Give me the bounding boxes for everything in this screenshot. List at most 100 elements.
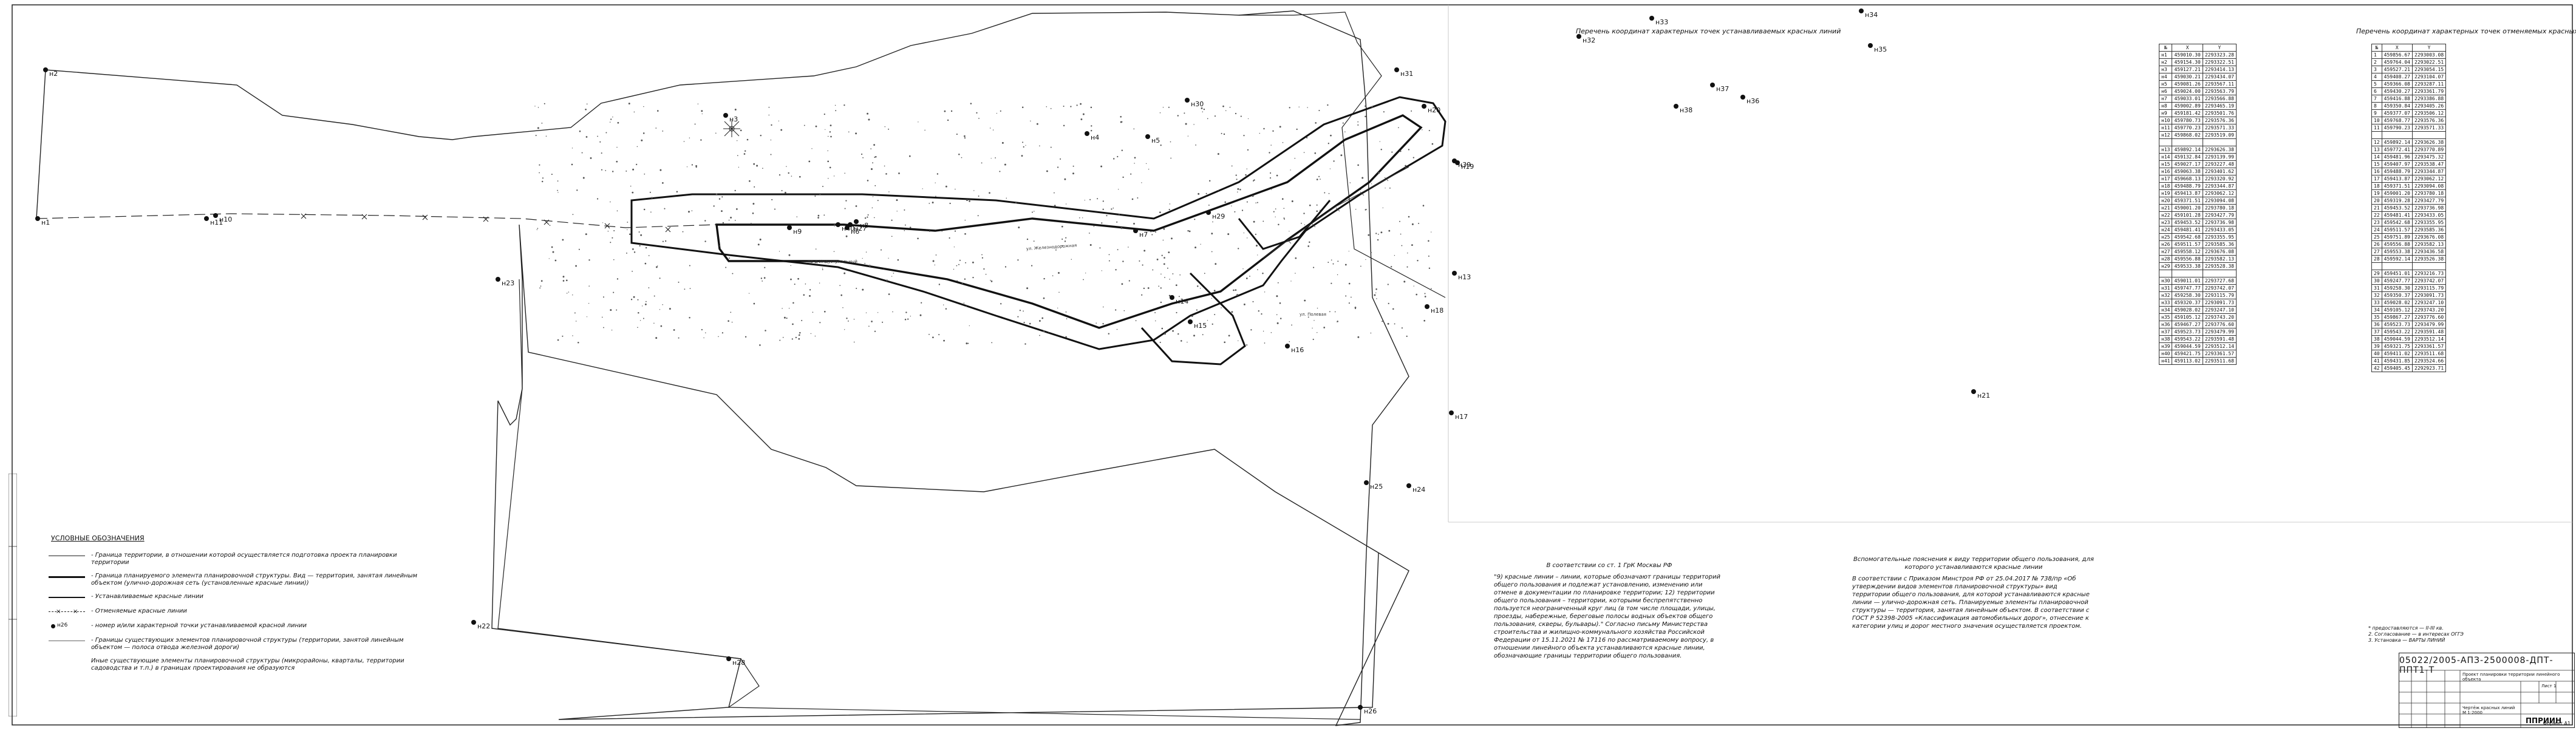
point-dot (1710, 83, 1715, 87)
point-dot (1452, 271, 1457, 276)
table-cell: 2293434.07 (2202, 73, 2237, 81)
legend-item: - Границы существующих элементов планиро… (91, 637, 404, 651)
table-cell: 459350.84 (2381, 102, 2413, 110)
point-label: н15 (1194, 322, 1207, 330)
table-cell: 5 (2371, 80, 2382, 88)
table-cell: 459511.57 (2381, 226, 2413, 234)
point-marker: н4 (1085, 131, 1099, 141)
table-cell: 23 (2371, 219, 2382, 226)
table-cell: 21 (2371, 204, 2382, 212)
title-block-grid (2399, 670, 2574, 727)
table-cell: н17 (2158, 175, 2173, 183)
table-cell: 2293355.95 (2202, 233, 2237, 241)
table-cell: 459892.14 (2172, 146, 2203, 154)
table-cell: н2 (2158, 58, 2173, 66)
table-cell: н41 (2158, 357, 2173, 365)
table-cell: 459542.68 (2172, 233, 2203, 241)
point-marker: н36 (1740, 95, 1759, 105)
note-left-body: "9) красные линии – линии, которые обозн… (1494, 574, 1721, 659)
col-header: № (2371, 44, 2382, 52)
table-cell: 459321.75 (2381, 342, 2413, 350)
point-label: н36 (1746, 97, 1759, 105)
point-label: н9 (793, 228, 802, 236)
red-line-area-outer (630, 96, 1446, 350)
survey-mark-icon (723, 120, 740, 137)
table-cell: н11 (2158, 124, 2173, 132)
table-cell: 459543.22 (2381, 328, 2413, 336)
table-cell: 2292923.71 (2411, 364, 2447, 372)
point-marker: н28 (726, 656, 745, 667)
table-cell: 2293506.12 (2411, 109, 2447, 117)
table-cell: 459044.59 (2172, 342, 2203, 350)
table-cell: 2293414.13 (2202, 66, 2237, 73)
table-cell: 2293227.48 (2202, 160, 2237, 168)
point-marker: н13 (1452, 271, 1471, 281)
table-cell: 459028.02 (2172, 306, 2203, 314)
table-cell: 459001.20 (2381, 189, 2413, 197)
note-right: Вспомогательные пояснения к виду террито… (1852, 556, 2095, 630)
table-cell: 459467.27 (2172, 321, 2203, 328)
table-cell: 2293524.66 (2411, 357, 2447, 365)
table-cell: 459751.89 (2381, 233, 2413, 241)
point-dot (723, 113, 728, 118)
point-marker: н8 (854, 219, 868, 229)
table-cell: 459030.21 (2172, 73, 2203, 81)
table-cell: 2293770.89 (2411, 146, 2447, 154)
table-cell: н13 (2158, 146, 2173, 154)
table-cell: н16 (2158, 168, 2173, 175)
point-label: н40 (842, 225, 854, 233)
table-cell: 459154.30 (2172, 58, 2203, 66)
point-label: н11 (210, 219, 223, 226)
point-marker: н29 (1206, 210, 1225, 220)
table-cell: 16 (2371, 168, 2382, 175)
table-cell: 459350.37 (2381, 291, 2413, 299)
table-cell: 459481.41 (2172, 226, 2203, 234)
table-cell: 26 (2371, 240, 2382, 248)
table-cell: 459105.12 (2381, 306, 2413, 314)
table-cell: 2293563.79 (2202, 87, 2237, 95)
table-cell: 34 (2371, 306, 2382, 314)
table-cell: 2293585.36 (2411, 226, 2447, 234)
table-cell (2381, 131, 2413, 139)
point-marker: н2 (43, 67, 58, 78)
point-dot (1364, 480, 1369, 485)
table-cell: 459451.01 (2381, 270, 2413, 277)
table-cell: 3 (2371, 66, 2382, 73)
table-cell: 38 (2371, 335, 2382, 343)
point-dot (1133, 228, 1138, 233)
table-cell (2371, 262, 2382, 270)
point-marker: н20 (1422, 104, 1440, 114)
point-marker: н10 (213, 213, 232, 223)
point-dot (1422, 104, 1426, 109)
table-cell: 2293571.33 (2202, 124, 2237, 132)
table-cell: 2293626.38 (2411, 138, 2447, 146)
table-cell: 2293401.62 (2202, 168, 2237, 175)
road-label-3: ул. Полевая (1300, 312, 1326, 317)
table-cell: 459258.30 (2381, 284, 2413, 292)
table-cell: н33 (2158, 299, 2173, 307)
table-cell: 459001.20 (2172, 204, 2203, 212)
legend-title: УСЛОВНЫЕ ОБОЗНАЧЕНИЯ (51, 534, 145, 542)
table-cell (2381, 262, 2413, 270)
table-cell: 2293091.73 (2202, 299, 2237, 307)
table-cell: 22 (2371, 211, 2382, 219)
legend-symbol-existing (49, 637, 85, 645)
point-label: н1 (41, 219, 50, 226)
table-cell: 459421.75 (2172, 350, 2203, 358)
point-marker: н24 (1406, 483, 1425, 494)
table-cell: 459543.22 (2172, 335, 2203, 343)
